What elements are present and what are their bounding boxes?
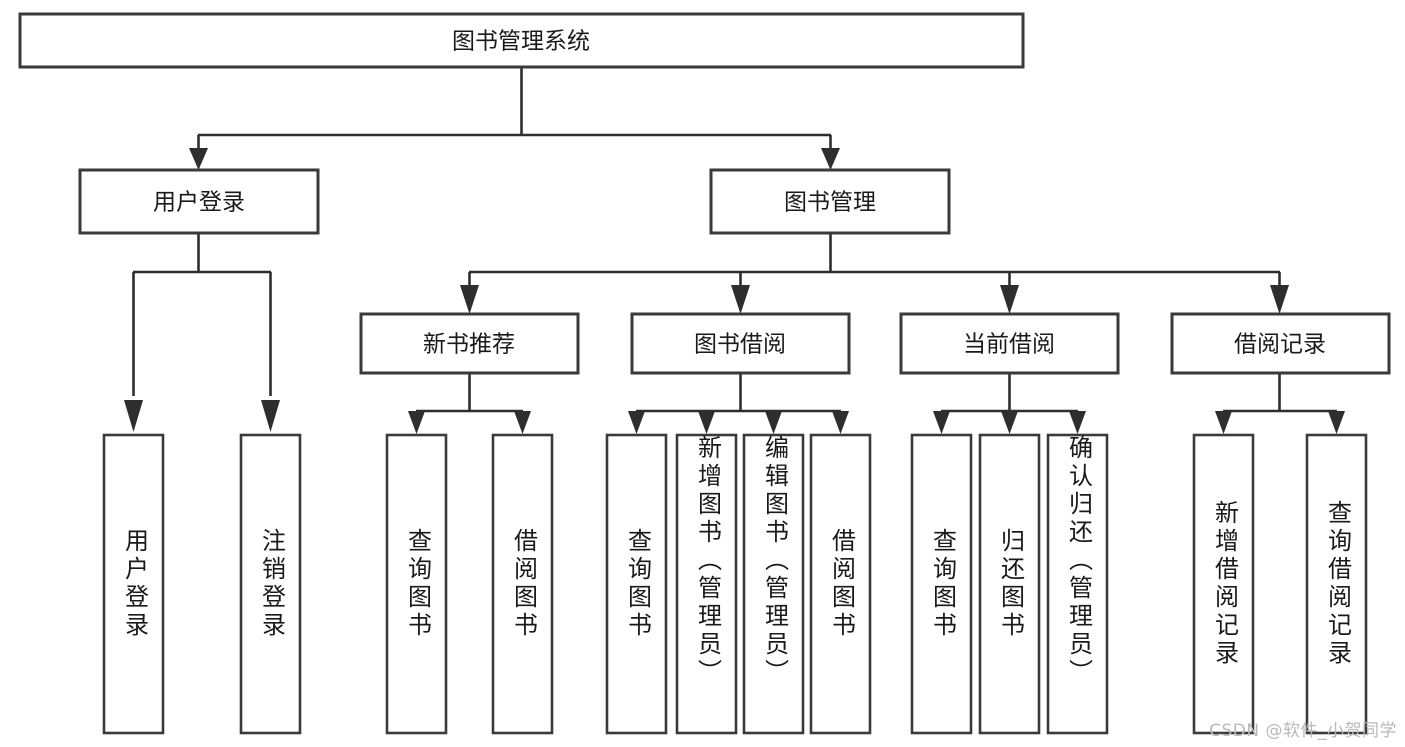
leaf-user-login-box[interactable]: [102, 433, 165, 735]
arrow-leaf-edit-book: [765, 411, 782, 434]
node-user-login[interactable]: 用户登录: [78, 168, 320, 235]
watermark: CSDN @软件_小贺同学: [1209, 721, 1397, 741]
node-current-borrow-box[interactable]: [899, 312, 1120, 375]
arrow-leaf-logout-login: [261, 400, 280, 432]
arrow-leaf-return-book: [1001, 411, 1018, 434]
node-book-manage-box[interactable]: [709, 168, 951, 235]
node-user-login-box[interactable]: [78, 168, 320, 235]
node-root-label: 图书管理系统: [452, 29, 590, 55]
node-book-manage[interactable]: 图书管理: [709, 168, 951, 235]
node-book-borrow-box[interactable]: [630, 312, 851, 375]
arrow-book-borrow: [731, 285, 750, 314]
leaf-query-book-2-box[interactable]: [605, 433, 668, 735]
arrow-user-login: [189, 148, 208, 170]
node-borrow-record-label: 借阅记录: [1234, 332, 1326, 358]
arrow-leaf-user-login: [124, 400, 143, 432]
node-new-book-recommend-label: 新书推荐: [423, 332, 515, 358]
node-current-borrow-label: 当前借阅: [963, 332, 1055, 358]
leaf-boxes: [102, 433, 1368, 735]
node-borrow-record[interactable]: 借阅记录: [1170, 312, 1391, 375]
leaf-edit-book-box[interactable]: [742, 433, 805, 735]
leaf-return-book-box[interactable]: [978, 433, 1041, 735]
node-user-login-label: 用户登录: [153, 190, 245, 216]
arrow-current-borrow: [1000, 285, 1019, 314]
node-book-borrow-label: 图书借阅: [694, 332, 786, 358]
node-new-book-recommend-box[interactable]: [359, 312, 580, 375]
arrow-leaf-add-book: [698, 411, 715, 434]
arrow-leaf-query-book-2: [628, 411, 645, 434]
arrow-leaf-borrow-book-1: [514, 411, 531, 434]
arrow-leaf-query-record: [1328, 411, 1345, 434]
arrow-leaf-query-book-3: [933, 411, 950, 434]
leaf-add-book-box[interactable]: [675, 433, 738, 735]
leaf-query-book-1-box[interactable]: [385, 433, 448, 735]
arrow-new-book-recommend: [460, 285, 479, 314]
leaf-query-record-box[interactable]: [1305, 433, 1368, 735]
node-current-borrow[interactable]: 当前借阅: [899, 312, 1120, 375]
leaf-confirm-return-box[interactable]: [1046, 433, 1109, 735]
arrow-book-manage: [821, 148, 840, 170]
leaf-borrow-book-2-box[interactable]: [809, 433, 872, 735]
node-root-box[interactable]: [18, 12, 1025, 69]
leaf-logout-login-box[interactable]: [239, 433, 302, 735]
node-book-borrow[interactable]: 图书借阅: [630, 312, 851, 375]
node-root[interactable]: 图书管理系统: [18, 12, 1025, 69]
leaf-add-record-box[interactable]: [1192, 433, 1255, 735]
node-new-book-recommend[interactable]: 新书推荐: [359, 312, 580, 375]
arrow-leaf-borrow-book-2: [832, 411, 849, 434]
arrow-leaf-add-record: [1215, 411, 1232, 434]
node-borrow-record-box[interactable]: [1170, 312, 1391, 375]
leaf-borrow-book-1-box[interactable]: [491, 433, 554, 735]
arrow-leaf-query-book-1: [408, 411, 425, 434]
node-book-manage-label: 图书管理: [784, 190, 876, 216]
connectors: [124, 68, 1345, 434]
leaf-query-book-3-box[interactable]: [910, 433, 973, 735]
arrow-leaf-confirm-return: [1069, 411, 1086, 434]
arrow-borrow-record: [1270, 285, 1289, 314]
